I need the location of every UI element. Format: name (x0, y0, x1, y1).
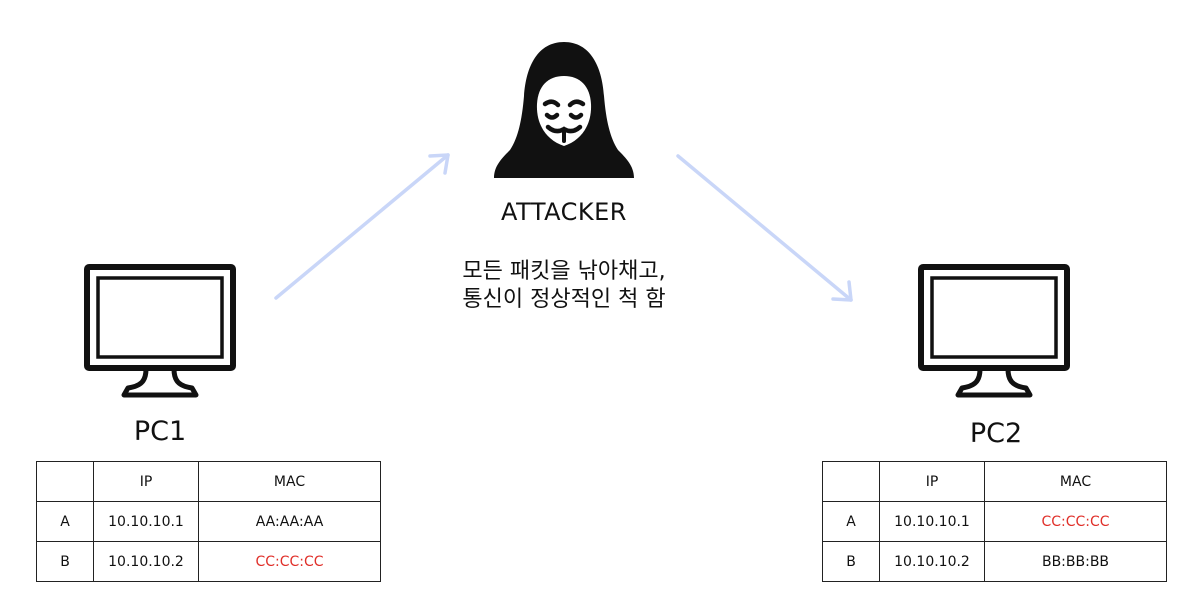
header-cell-host (822, 461, 880, 502)
hooded-hacker-icon (494, 42, 634, 178)
pc1-monitor-icon (84, 264, 236, 398)
table-header-row: IP MAC (822, 461, 1167, 502)
pc2-monitor-icon (918, 264, 1070, 398)
attacker-description-line1: 모든 패킷을 낚아채고, (462, 259, 666, 284)
table-header-row: IP MAC (36, 461, 381, 502)
attacker-description: 모든 패킷을 낚아채고, 통신이 정상적인 척 함 (414, 258, 714, 314)
table-row: A 10.10.10.1 CC:CC:CC (822, 501, 1167, 542)
header-cell-ip: IP (93, 461, 199, 502)
table-row: B 10.10.10.2 BB:BB:BB (822, 541, 1167, 582)
pc1-label: PC1 (133, 416, 187, 447)
header-cell-mac: MAC (984, 461, 1167, 502)
pc1-arp-table: IP MAC A 10.10.10.1 AA:AA:AA B 10.10.10.… (36, 461, 381, 582)
pc2-arp-table: IP MAC A 10.10.10.1 CC:CC:CC B 10.10.10.… (822, 461, 1167, 582)
host-cell: B (822, 541, 880, 582)
ip-cell: 10.10.10.2 (93, 541, 199, 582)
ip-cell: 10.10.10.2 (879, 541, 985, 582)
spoofed-mac-cell: CC:CC:CC (984, 501, 1167, 542)
ip-cell: 10.10.10.1 (879, 501, 985, 542)
table-row: B 10.10.10.2 CC:CC:CC (36, 541, 381, 582)
arrow-icon-pc1-to-attacker (274, 153, 450, 300)
attacker-label: ATTACKER (501, 198, 627, 226)
attacker-description-line2: 통신이 정상적인 척 함 (462, 287, 666, 312)
ip-cell: 10.10.10.1 (93, 501, 199, 542)
spoofed-mac-cell: CC:CC:CC (198, 541, 381, 582)
table-row: A 10.10.10.1 AA:AA:AA (36, 501, 381, 542)
arrow-icon-attacker-to-pc2 (676, 154, 853, 302)
pc2-label: PC2 (969, 418, 1023, 449)
mac-cell: AA:AA:AA (198, 501, 381, 542)
header-cell-mac: MAC (198, 461, 381, 502)
host-cell: B (36, 541, 94, 582)
host-cell: A (822, 501, 880, 542)
mac-cell: BB:BB:BB (984, 541, 1167, 582)
header-cell-ip: IP (879, 461, 985, 502)
host-cell: A (36, 501, 94, 542)
header-cell-host (36, 461, 94, 502)
